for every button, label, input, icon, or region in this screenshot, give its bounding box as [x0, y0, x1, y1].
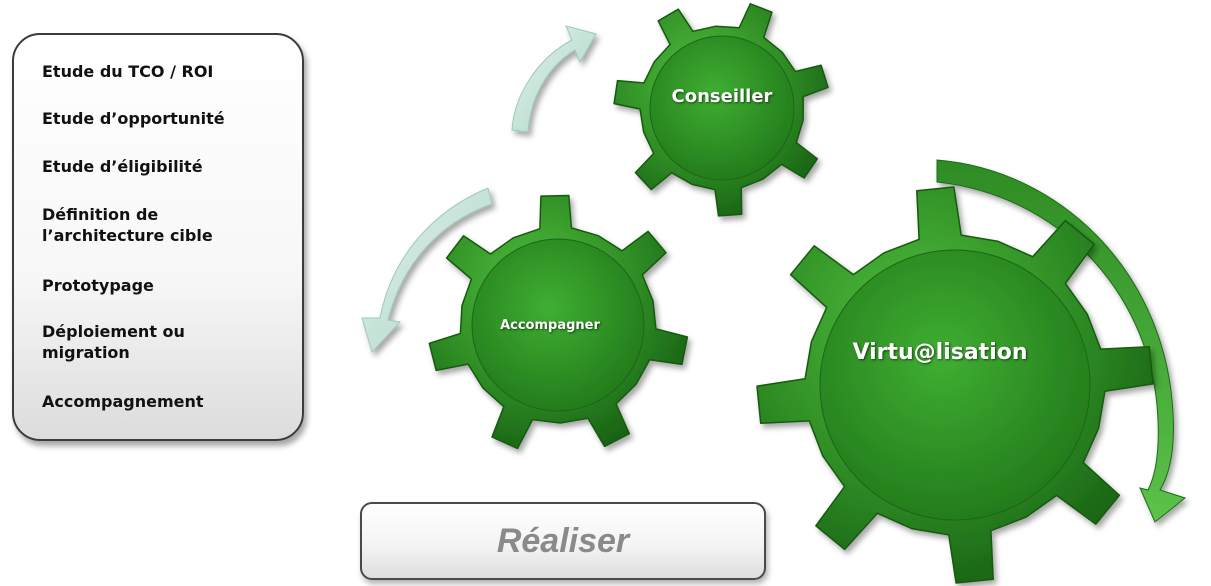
activity-text: Etude d’éligibilité	[42, 157, 203, 176]
activity-text: l’architecture cible	[42, 226, 213, 245]
activity-item: Prototypage	[42, 275, 302, 296]
activity-item: Déploiement ou migration	[42, 321, 302, 363]
gear-virtualisation	[756, 186, 1154, 584]
activity-text: Accompagnement	[42, 392, 204, 411]
cycle-arrow-left	[361, 187, 493, 353]
activity-text: Définition de	[42, 205, 159, 224]
activity-item: Etude d’éligibilité	[42, 156, 302, 177]
gear-label-virtualisation: Virtu@lisation	[852, 340, 1028, 365]
cycle-arrow-right	[936, 159, 1187, 523]
gear-face	[649, 35, 795, 181]
gear-label-accompagner: Accompagner	[500, 318, 600, 333]
activity-item: Etude d’opportunité	[42, 108, 302, 129]
activity-text: Prototypage	[42, 276, 154, 295]
activity-text: Etude d’opportunité	[42, 109, 225, 128]
realiser-label: Réaliser	[496, 521, 630, 560]
activity-item: Etude du TCO / ROI	[42, 61, 302, 82]
gear-accompagner	[428, 194, 689, 450]
realiser-box: Réaliser	[360, 502, 766, 580]
activities-panel: Etude du TCO / ROI Etude d’opportunité E…	[12, 33, 304, 441]
activity-item: Définition de l’architecture cible	[42, 204, 302, 246]
gear-conseiller	[613, 3, 829, 217]
activity-text: migration	[42, 343, 130, 362]
activity-item: Accompagnement	[42, 391, 302, 412]
gear-label-conseiller: Conseiller	[671, 86, 773, 107]
activity-text: Déploiement ou	[42, 322, 185, 341]
gear-face	[471, 238, 645, 412]
activity-text: Etude du TCO / ROI	[42, 62, 214, 81]
cycle-arrow-top	[511, 25, 597, 133]
gear-face	[819, 249, 1091, 521]
